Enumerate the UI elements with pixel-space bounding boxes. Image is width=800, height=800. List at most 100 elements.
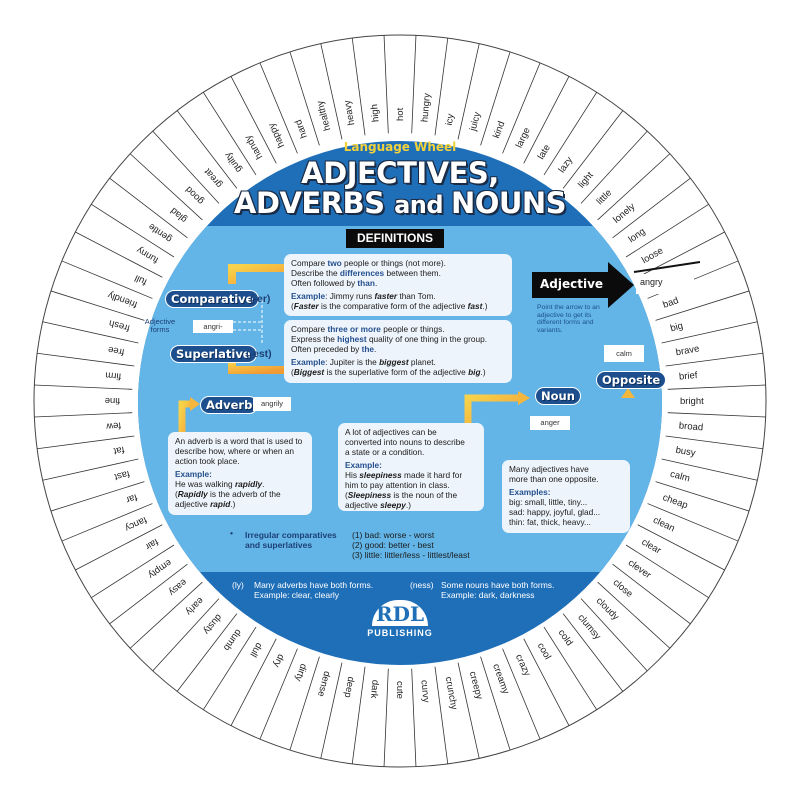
pointer-line (633, 261, 701, 273)
text-segment: fast (467, 301, 483, 311)
noun-arrowhead (518, 391, 530, 405)
rim-divider (42, 458, 139, 481)
ly-line-1: Many adverbs have both forms. (254, 580, 374, 590)
text-segment: A lot of adjectives can be (345, 427, 437, 437)
rim-word[interactable]: firm (105, 369, 122, 381)
text-line: He was walking rapidly. (175, 479, 305, 489)
rim-divider (152, 130, 220, 204)
rim-word[interactable]: icy (444, 113, 457, 127)
logo-name: PUBLISHING (367, 628, 433, 638)
text-segment: big (468, 367, 481, 377)
rim-word[interactable]: curvy (418, 679, 431, 703)
text-segment: ( (175, 489, 178, 499)
rim-word[interactable]: brave (675, 343, 700, 358)
rim-word[interactable]: bright (680, 396, 704, 407)
text-segment: more than one opposite. (509, 474, 599, 484)
text-segment: Many adjectives have (509, 464, 589, 474)
rim-divider (61, 260, 153, 299)
text-segment: is the comparative form of the adjective (318, 301, 468, 311)
rim-divider (580, 598, 648, 672)
rim-word[interactable]: free (107, 344, 125, 358)
text-line: Example: Jimmy runs faster than Tom. (291, 291, 505, 301)
rim-word[interactable]: fat (112, 444, 125, 457)
rim-word[interactable]: cute (394, 681, 405, 699)
text-segment: ( (291, 367, 294, 377)
rim-divider (75, 524, 163, 571)
rim-word[interactable]: fast (113, 468, 131, 483)
adverb-label: Adverb (200, 396, 259, 414)
rim-word[interactable]: deep (342, 676, 357, 699)
text-line: sad: happy, joyful, glad... (509, 507, 623, 517)
text-segment: adjective (175, 499, 211, 509)
rim-word[interactable]: big (669, 320, 684, 334)
rim-word[interactable]: calm (669, 469, 691, 485)
rim-divider (523, 638, 570, 726)
selected-word: angry (640, 277, 663, 287)
text-segment: An adverb is a word that is used to (175, 436, 303, 446)
rim-divider (625, 204, 709, 258)
rim-divider (597, 581, 671, 649)
ness-note: Some nouns have both forms. Example: dar… (441, 580, 554, 600)
rim-word[interactable]: busy (675, 445, 697, 459)
rim-word[interactable]: juicy (467, 111, 483, 133)
rim-word[interactable]: hot (395, 107, 406, 121)
rim-word[interactable]: broad (678, 420, 703, 433)
rim-divider (61, 503, 153, 542)
rim-word[interactable]: brief (678, 370, 698, 383)
ness-line-2: Example: dark, darkness (441, 590, 535, 600)
text-segment: Compare (291, 324, 328, 334)
rim-word[interactable]: fresh (108, 317, 131, 333)
selected-word-window (636, 274, 694, 294)
rim-word[interactable]: few (106, 419, 122, 431)
rim-word[interactable]: high (369, 104, 382, 123)
title-and: and (394, 191, 451, 219)
text-segment: faster (374, 291, 398, 301)
adjective-arrow[interactable] (532, 262, 634, 308)
text-line: Often preceded by the. (291, 344, 505, 354)
text-line: (Sleepiness is the noun of the (345, 490, 477, 500)
text-segment: . (262, 479, 265, 489)
title-line-2: ADVERBS and NOUNS (200, 186, 600, 220)
text-segment: converted into nouns to describe (345, 437, 465, 447)
text-line: (Rapidly is the adverb of the (175, 489, 305, 499)
irregular-item: (1) bad: worse - worst (352, 530, 435, 540)
rim-word[interactable]: heavy (342, 99, 357, 126)
text-line: His sleepiness made it hard for (345, 470, 477, 480)
rim-divider (176, 110, 238, 189)
text-segment: action took place. (175, 456, 240, 466)
text-segment: His (345, 470, 360, 480)
rim-word[interactable]: hungry (419, 92, 433, 122)
adjective-label: Adjective (540, 277, 604, 291)
rim-divider (42, 321, 139, 344)
text-segment: Rapidly (177, 489, 208, 499)
irregular-list: (1) bad: worse - worst (2) good: better … (352, 530, 470, 560)
text-segment: him to pay attention in class. (345, 480, 450, 490)
rim-word[interactable]: full (133, 272, 149, 287)
rim-divider (661, 458, 758, 481)
rim-divider (34, 384, 133, 390)
rim-word[interactable]: fine (105, 395, 120, 406)
subtitle: Language Wheel (343, 140, 457, 154)
irregular-item: (2) good: better - best (352, 540, 434, 550)
superlative-suffix: (-est) (246, 348, 272, 360)
rim-word[interactable]: far (124, 491, 138, 505)
opposite-value: calm (604, 345, 644, 362)
text-line: Example: (175, 469, 305, 479)
rim-divider (434, 666, 449, 764)
rim-word[interactable]: dry (271, 652, 287, 669)
rim-word[interactable]: dark (368, 679, 381, 699)
rim-divider (109, 177, 188, 239)
rim-divider (34, 412, 133, 418)
text-segment: .) (482, 301, 488, 311)
text-segment: biggest (379, 357, 409, 367)
rim-divider (320, 662, 343, 759)
rim-divider (480, 656, 511, 751)
text-segment: made it hard for (401, 470, 463, 480)
comparative-suffix: (-er) (250, 293, 271, 305)
text-line: adjective rapid.) (175, 499, 305, 509)
text-segment: Example (291, 357, 326, 367)
rim-word[interactable]: bad (661, 295, 680, 311)
rim-divider (457, 662, 480, 759)
